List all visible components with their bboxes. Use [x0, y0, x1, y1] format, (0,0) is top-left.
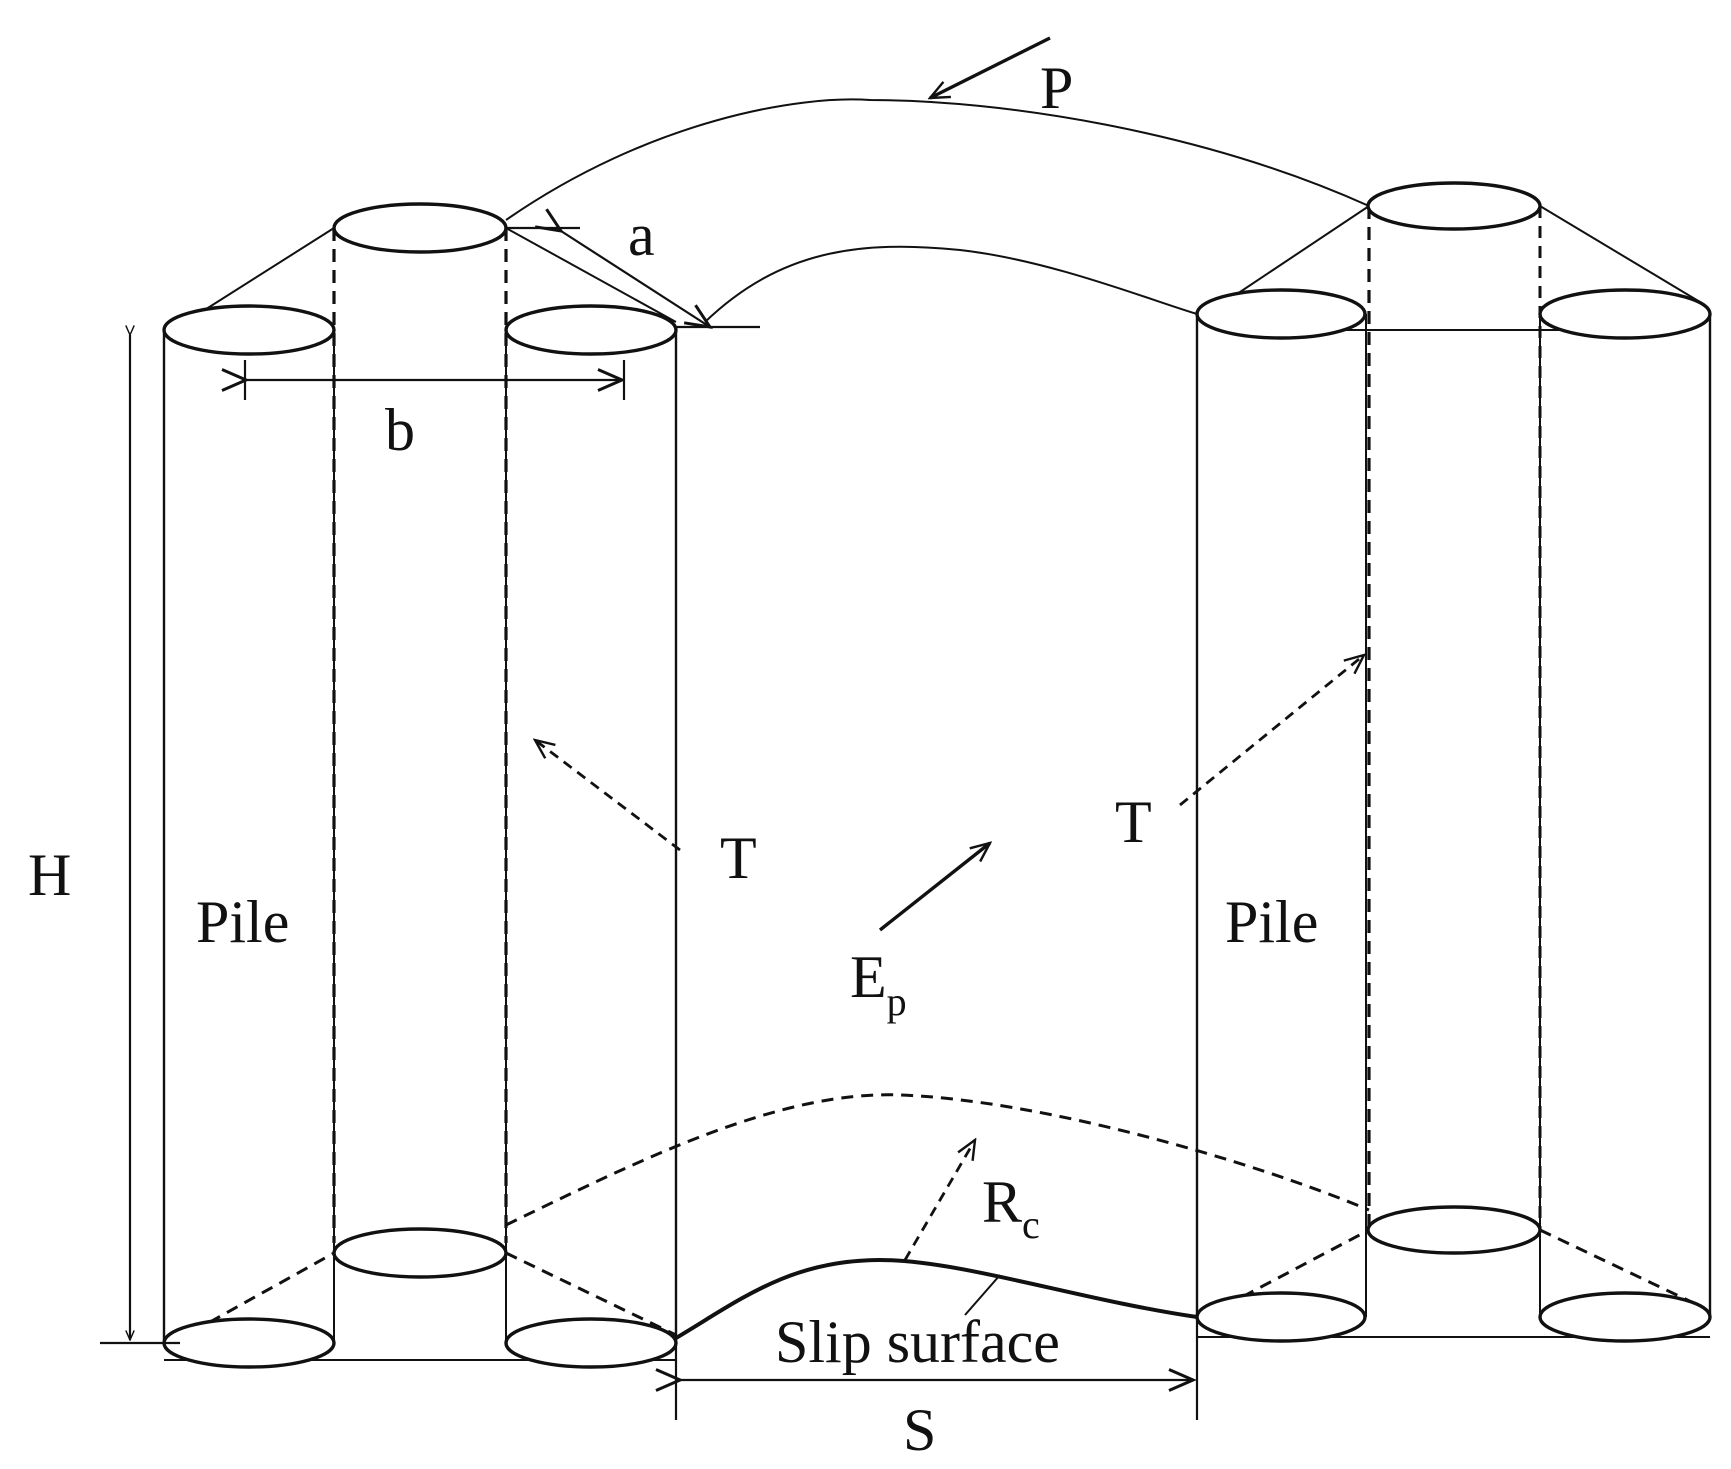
resistance-arrow — [903, 1140, 975, 1261]
label-a: a — [628, 202, 655, 268]
label-t-left: T — [720, 825, 757, 891]
tension-left-arrow — [535, 740, 681, 852]
label-rc: Rc — [982, 1169, 1040, 1247]
slip-surface-leader — [964, 1274, 1001, 1316]
label-t-right: T — [1115, 789, 1152, 855]
right-left-pile-top — [1195, 288, 1367, 340]
right-back-pile-bottom — [1366, 1205, 1542, 1255]
right-right-pile-top — [1538, 288, 1712, 340]
labels: P a b H Pile Pile T T Ep Rc Slip surface… — [28, 55, 1318, 1463]
right-back-pile-top — [1366, 181, 1542, 231]
label-slip-surface: Slip surface — [775, 1309, 1060, 1375]
label-pile-right: Pile — [1225, 889, 1318, 955]
outer-soil-arch — [505, 98, 1370, 221]
left-right-pile-bottom — [504, 1317, 678, 1369]
label-b: b — [385, 397, 415, 463]
label-p: P — [1040, 55, 1073, 121]
left-back-pile-bottom — [332, 1227, 508, 1279]
label-rc-main: R — [982, 1169, 1022, 1235]
label-pile-left: Pile — [196, 889, 289, 955]
right-right-pile-bottom — [1538, 1291, 1712, 1343]
force-arrows — [535, 36, 1364, 1261]
label-ep: Ep — [850, 944, 907, 1024]
left-pile-group — [162, 202, 678, 1369]
label-s: S — [903, 1397, 936, 1463]
label-ep-main: E — [850, 944, 887, 1010]
left-back-pile-top — [332, 202, 508, 254]
right-pile-group — [1195, 181, 1712, 1343]
lower-dashed-arch — [505, 1093, 1370, 1227]
left-front-pile-top — [162, 304, 336, 356]
left-right-pile-top — [504, 304, 678, 356]
slip-surface-curve — [674, 1257, 1198, 1340]
inner-soil-arch — [704, 245, 1198, 323]
tension-right-arrow — [1179, 655, 1364, 807]
right-left-pile-bottom — [1195, 1291, 1367, 1343]
label-h: H — [28, 842, 71, 908]
earth-pressure-arrow — [878, 843, 990, 932]
dimension-lines — [100, 228, 1199, 1420]
label-rc-sub: c — [1022, 1202, 1040, 1247]
label-ep-sub: p — [887, 979, 907, 1024]
left-front-pile-bottom — [162, 1317, 336, 1369]
dim-a-line — [561, 231, 710, 327]
force-p-arrow — [930, 36, 1051, 100]
soil-arch-curves — [505, 98, 1370, 1340]
